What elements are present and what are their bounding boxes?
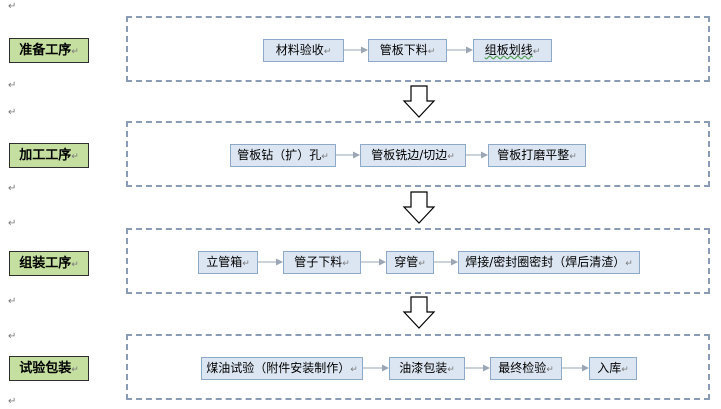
paragraph-mark: ↵ — [532, 47, 541, 57]
step-text: 管板下料 — [379, 43, 428, 57]
step-text: 最终检验 — [498, 361, 547, 375]
step-text: 管板打磨平整 — [497, 148, 570, 162]
step-welding-sealing: 焊接/密封圈密封（焊后清渣）↵ — [458, 251, 640, 274]
paragraph-mark: ↵ — [418, 259, 426, 269]
step-plate-marking: 组板划线↵ — [473, 39, 552, 62]
paragraph-mark: ↵ — [8, 331, 17, 342]
step-text: 入库 — [597, 361, 622, 375]
step-text: 管子下料 — [294, 255, 343, 269]
step-tubesheet-cutting: 管板下料↵ — [368, 39, 447, 62]
step-text: 材料验收 — [275, 43, 324, 57]
step-kerosene-test: 煤油试验（附件安装制作）↵ — [201, 357, 363, 380]
stage-label-testing: 试验包装↵ — [9, 356, 89, 381]
step-warehousing: 入库↵ — [589, 357, 637, 380]
down-arrow-icon — [402, 191, 436, 224]
paragraph-mark: ↵ — [427, 47, 436, 57]
step-text: 立管箱 — [206, 255, 243, 269]
paragraph-mark: ↵ — [8, 80, 17, 91]
step-text: 穿管 — [394, 255, 419, 269]
stage-label-assembly: 组装工序↵ — [9, 251, 89, 276]
paragraph-mark: ↵ — [8, 107, 17, 118]
paragraph-mark: ↵ — [8, 396, 17, 407]
paragraph-mark: ↵ — [447, 152, 455, 162]
step-text: 油漆包装 — [399, 361, 448, 375]
stage-label-text: 加工工序 — [19, 148, 72, 163]
step-text: 焊接/密封圈密封（焊后清渣） — [465, 255, 626, 269]
step-text: 组板划线 — [484, 43, 533, 57]
down-arrow-icon — [402, 85, 436, 118]
step-painting-packing: 油漆包装↵ — [389, 357, 465, 380]
paragraph-mark: ↵ — [71, 260, 79, 270]
paragraph-mark: ↵ — [569, 152, 577, 162]
paragraph-mark: ↵ — [323, 47, 332, 57]
step-material-inspection: 材料验收↵ — [263, 39, 344, 62]
step-final-inspection: 最终检验↵ — [490, 357, 562, 380]
stage-label-text: 准备工序 — [19, 43, 72, 58]
paragraph-mark: ↵ — [8, 296, 17, 307]
step-tube-cutting: 管子下料↵ — [283, 251, 361, 274]
step-tubesheet-edge-milling: 管板铣边/切边↵ — [360, 144, 466, 167]
step-tubesheet-drilling: 管板钻（扩）孔↵ — [230, 144, 336, 167]
stage-label-prep: 准备工序↵ — [9, 38, 89, 63]
paragraph-mark: ↵ — [447, 365, 455, 375]
paragraph-mark: ↵ — [242, 259, 250, 269]
paragraph-mark: ↵ — [8, 1, 17, 12]
stage-label-machining: 加工工序↵ — [9, 143, 89, 168]
paragraph-mark: ↵ — [350, 365, 358, 375]
step-text: 管板钻（扩）孔 — [237, 148, 322, 162]
paragraph-mark: ↵ — [71, 47, 79, 57]
paragraph-mark: ↵ — [8, 183, 17, 194]
stage-label-text: 组装工序 — [19, 256, 72, 271]
stage-label-text: 试验包装 — [19, 361, 72, 376]
paragraph-mark: ↵ — [625, 259, 633, 269]
step-tube-box-erecting: 立管箱↵ — [198, 251, 258, 274]
paragraph-mark: ↵ — [621, 365, 629, 375]
stage-box-prep — [126, 16, 710, 82]
paragraph-mark: ↵ — [8, 218, 17, 229]
paragraph-mark: ↵ — [321, 152, 329, 162]
paragraph-mark: ↵ — [342, 259, 350, 269]
step-text: 煤油试验（附件安装制作） — [206, 361, 351, 375]
paragraph-mark: ↵ — [546, 365, 554, 375]
paragraph-mark: ↵ — [71, 365, 79, 375]
step-tubesheet-grinding: 管板打磨平整↵ — [488, 144, 586, 167]
step-text: 管板铣边/切边 — [371, 148, 448, 162]
paragraph-mark: ↵ — [71, 152, 79, 162]
step-tube-threading: 穿管↵ — [386, 251, 434, 274]
down-arrow-icon — [402, 296, 436, 329]
